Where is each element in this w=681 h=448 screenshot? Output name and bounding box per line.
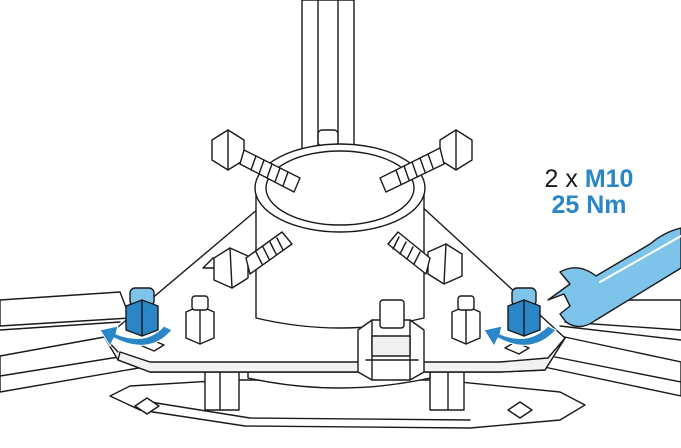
- bolt-icon-top-right: [379, 129, 473, 193]
- rotation-arrow-icon-left: [99, 325, 173, 347]
- mast-tube: [254, 0, 426, 329]
- nut-icon-right: [451, 295, 481, 345]
- bolt-size: M10: [584, 165, 634, 193]
- torque-spec-label: 2 x M10 25 Nm: [514, 166, 664, 219]
- bolt-count: 2 x: [544, 165, 578, 193]
- nut-icon-left: [185, 295, 215, 345]
- highlighted-nut-right: [507, 287, 541, 337]
- highlighted-nut-left: [125, 287, 159, 337]
- rotation-arrow-icon-right: [483, 325, 557, 347]
- bolt-icon-front-left: [213, 231, 293, 289]
- bolt-icon-top-left: [211, 129, 301, 193]
- bolt-icon-front-right: [387, 231, 463, 285]
- wrench-icon[interactable]: [547, 227, 681, 328]
- bolt-spec-line: 2 x M10: [514, 166, 664, 192]
- clamp: [357, 299, 425, 381]
- torque-value: 25 Nm: [551, 191, 627, 220]
